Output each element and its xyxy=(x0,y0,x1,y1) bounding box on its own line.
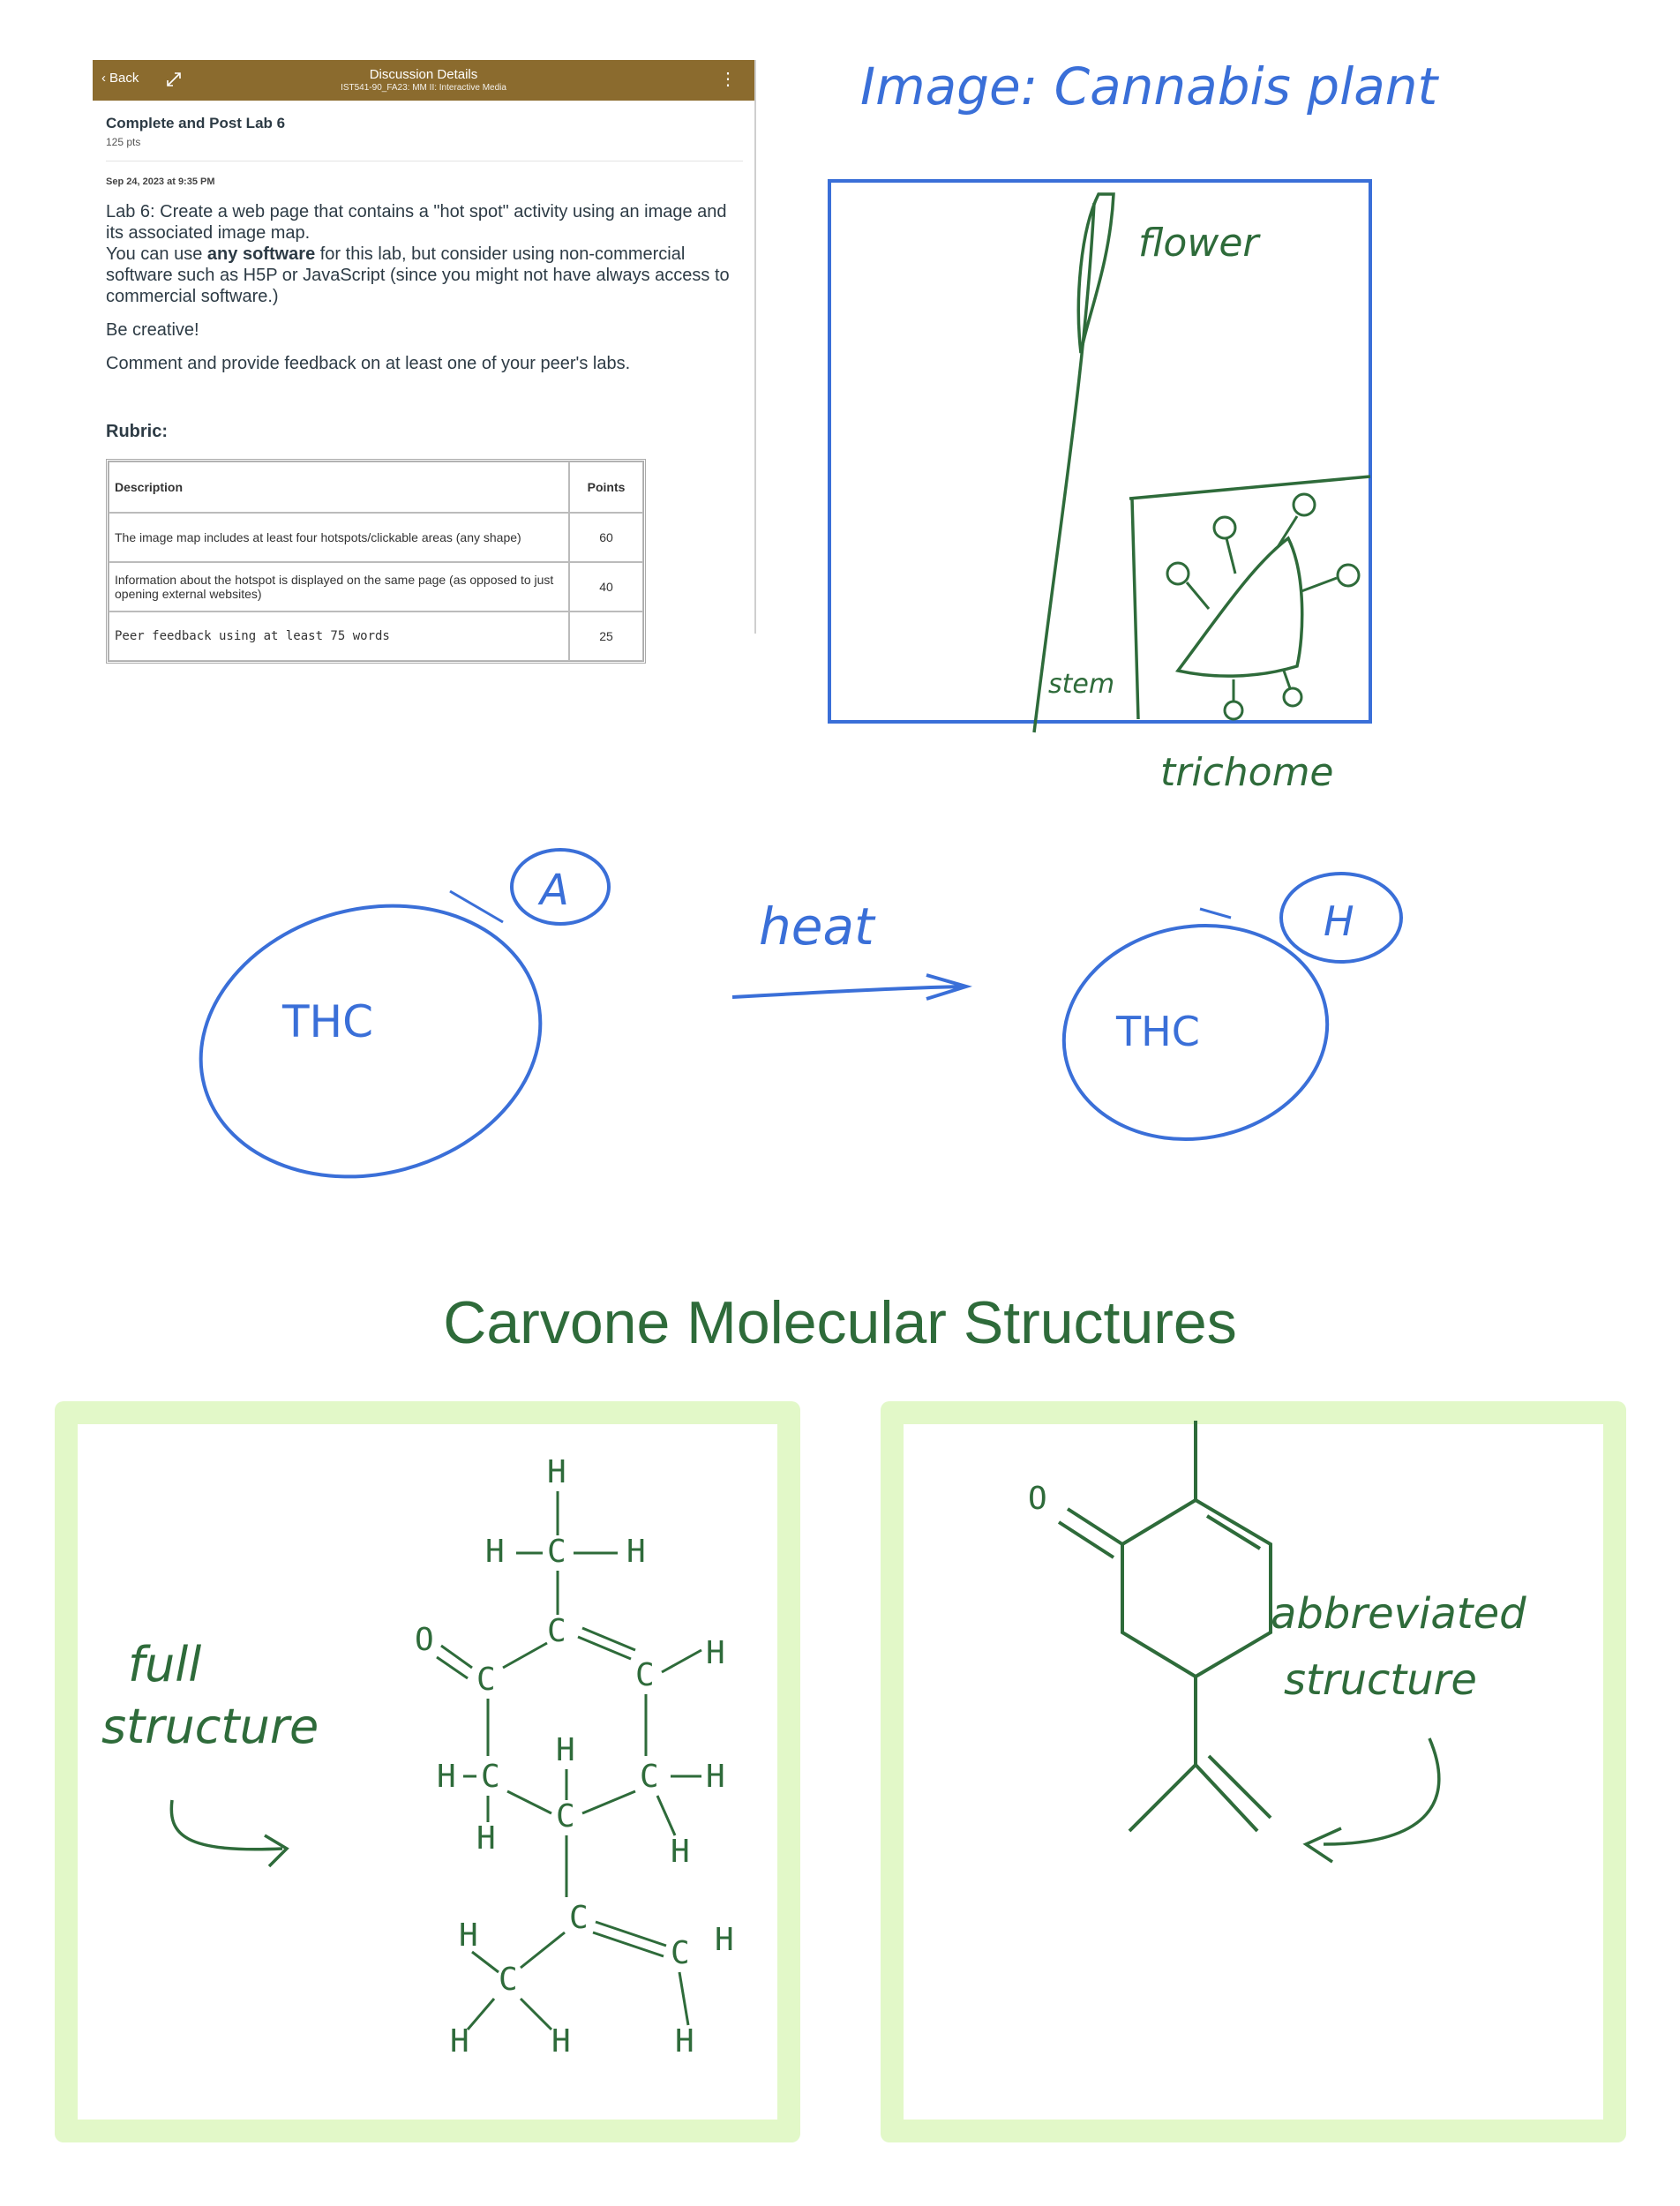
badge-left-label: A xyxy=(537,866,569,915)
back-label: Back xyxy=(109,71,139,86)
flower-shape xyxy=(1076,192,1115,354)
chevron-left-icon: ‹ xyxy=(101,71,106,86)
header-title: Discussion Details xyxy=(369,67,478,82)
thc-right-blob xyxy=(1061,923,1330,1142)
atom-h: H xyxy=(715,1922,734,1958)
table-row: The image map includes at least four hot… xyxy=(109,513,643,562)
trichome-label: trichome xyxy=(1160,750,1334,795)
abbr-label-1: abbreviated xyxy=(1271,1589,1526,1639)
atom-c: C xyxy=(481,1759,500,1795)
abbreviated-skeleton xyxy=(1057,1421,1272,1833)
abbr-oxygen: O xyxy=(1028,1481,1047,1517)
full-arrow-icon xyxy=(169,1799,289,1868)
thc-left-blob xyxy=(199,904,543,1179)
abbr-arrow-icon xyxy=(1302,1737,1441,1864)
atom-h: H xyxy=(626,1534,646,1570)
badge-right-circle xyxy=(1279,872,1403,964)
atom-h: H xyxy=(476,1820,496,1857)
heat-arrow xyxy=(731,973,972,1001)
atom-h: H xyxy=(556,1732,575,1768)
trichome-stalks xyxy=(1166,492,1361,721)
thc-left-label: THC xyxy=(281,996,373,1047)
rubric-description: Information about the hotspot is display… xyxy=(109,562,569,612)
full-structure-bonds xyxy=(436,1491,702,2031)
full-structure-atoms: H H C H C O C C H H C H C C H H H C H C … xyxy=(415,1454,734,2060)
atom-h: H xyxy=(459,1917,478,1954)
thc-right-label: THC xyxy=(1115,1008,1200,1055)
rubric-points: 25 xyxy=(569,612,643,661)
carvone-title: Carvone Molecular Structures xyxy=(443,1289,1237,1356)
flower-label: flower xyxy=(1138,221,1261,266)
atom-h: H xyxy=(706,1759,725,1795)
atom-o: O xyxy=(415,1622,434,1658)
header-subtitle: IST541-90_FA23: MM II: Interactive Media xyxy=(341,83,506,93)
image-caption: Image: Cannabis plant xyxy=(860,56,1440,116)
atom-h: H xyxy=(450,2023,469,2060)
atom-h: H xyxy=(551,2023,571,2060)
stem-label: stem xyxy=(1048,669,1114,700)
body-line-2-pre: You can use xyxy=(106,244,207,264)
stem-line xyxy=(1032,202,1096,733)
rubric-description: The image map includes at least four hot… xyxy=(109,513,569,562)
badge-right-label: H xyxy=(1324,897,1354,945)
body-line-1: Lab 6: Create a web page that contains a… xyxy=(106,202,727,243)
rubric-header-row: Description Points xyxy=(109,461,643,513)
atom-h: H xyxy=(706,1635,725,1671)
atom-c: C xyxy=(569,1900,589,1936)
rubric-description: Peer feedback using at least 75 words xyxy=(109,612,569,661)
body-line-2-post: for this lab, but consider using non-com… xyxy=(106,244,730,306)
post-date: Sep 24, 2023 at 9:35 PM xyxy=(106,176,215,187)
assignment-points: 125 pts xyxy=(106,136,141,148)
bond-right xyxy=(1199,907,1232,919)
body-line-3: Be creative! xyxy=(106,320,199,340)
more-options-icon[interactable]: ⋮ xyxy=(719,70,737,89)
back-button[interactable]: ‹ Back xyxy=(101,71,139,86)
body-line-4: Comment and provide feedback on at least… xyxy=(106,354,631,373)
table-row: Peer feedback using at least 75 words 25 xyxy=(109,612,643,661)
atom-c: C xyxy=(547,1534,566,1570)
rubric-label: Rubric: xyxy=(106,422,168,441)
discussion-panel xyxy=(93,60,756,634)
badge-left-circle xyxy=(510,848,611,926)
heat-label: heat xyxy=(759,897,876,957)
bond-left xyxy=(449,889,504,924)
rubric-header-description: Description xyxy=(109,461,569,513)
rubric-header-points: Points xyxy=(569,461,643,513)
rubric-points: 60 xyxy=(569,513,643,562)
inset-border xyxy=(1129,475,1371,720)
atom-c: C xyxy=(476,1662,496,1698)
atom-h: H xyxy=(547,1454,566,1490)
discussion-body: Lab 6: Create a web page that contains a… xyxy=(106,201,741,386)
table-row: Information about the hotspot is display… xyxy=(109,562,643,612)
abbreviated-structure-panel xyxy=(881,1401,1626,2142)
atom-c: C xyxy=(640,1759,659,1795)
atom-c: C xyxy=(635,1657,655,1693)
atom-c: C xyxy=(547,1613,566,1649)
atom-h: H xyxy=(485,1534,505,1570)
full-label-2: structure xyxy=(101,1699,319,1754)
trichome-leaf xyxy=(1174,536,1304,678)
full-label-1: full xyxy=(128,1637,201,1692)
expand-icon[interactable] xyxy=(165,71,183,88)
plant-image-frame xyxy=(828,179,1372,724)
body-line-2-bold: any software xyxy=(206,244,316,264)
atom-h: H xyxy=(675,2023,694,2060)
atom-c: C xyxy=(499,1962,518,1998)
atom-h: H xyxy=(437,1759,456,1795)
abbr-label-2: structure xyxy=(1284,1655,1477,1705)
atom-h: H xyxy=(671,1834,690,1870)
discussion-header: ‹ Back Discussion Details IST541-90_FA23… xyxy=(93,60,754,101)
rubric-points: 40 xyxy=(569,562,643,612)
atom-c: C xyxy=(671,1935,690,1971)
rubric-table: Description Points The image map include… xyxy=(106,459,646,664)
full-structure-panel xyxy=(55,1401,800,2142)
assignment-title: Complete and Post Lab 6 xyxy=(106,115,286,131)
atom-c: C xyxy=(556,1798,575,1835)
